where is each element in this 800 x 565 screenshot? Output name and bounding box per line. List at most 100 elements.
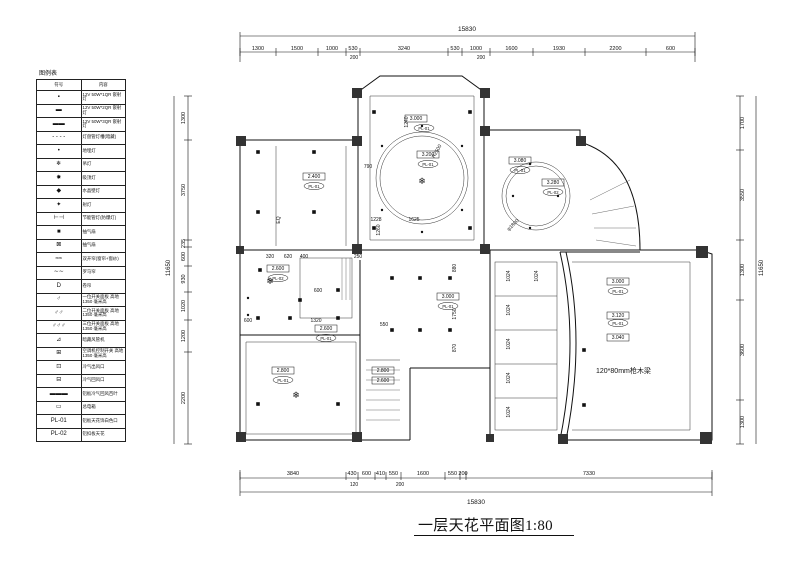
top-dimension: 1000 — [470, 46, 482, 52]
elevation-box — [266, 264, 290, 273]
material-tag: PL-02 — [272, 276, 284, 281]
interior-dimension: 880 — [452, 264, 458, 273]
legend-table: 图例表 符号 内容 ▪12V 50W*1QR 嵌射灯▬12V 50W*2QR 嵌… — [36, 68, 126, 442]
top-dimension: 3240 — [398, 46, 410, 52]
top-dimension: 530 — [348, 46, 357, 52]
downlight-mark — [390, 328, 394, 332]
material-tag-outline — [542, 188, 564, 196]
floor-light-mark — [460, 144, 464, 148]
bottom-dimension: 550 — [448, 471, 457, 477]
legend-row: ⊞空调机控制开关 高地 1350 毫米高 — [36, 346, 126, 361]
legend-row: ■抽气扇 — [36, 225, 126, 240]
left-dimension: 2200 — [181, 392, 187, 404]
interior-dimension: 1024 — [506, 304, 512, 315]
legend-desc: 卷帘 — [80, 279, 126, 294]
title-underline — [414, 535, 574, 536]
double-switch-icon: ♂♂ — [36, 306, 82, 321]
top-sub-dimension: 200 — [350, 55, 359, 61]
bottom-dimension: 600 — [362, 471, 371, 477]
legend-row: ♂一位开关面板 高地 1350 毫米高 — [36, 292, 126, 307]
legend-row: ⊠抽气扇 — [36, 238, 126, 253]
material-tag-outline — [509, 166, 531, 174]
downlight-mark — [418, 328, 422, 332]
legend-row: ❄吊灯 — [36, 157, 126, 172]
top-dimension: 1930 — [553, 46, 565, 52]
downlight-mark — [256, 316, 260, 320]
right-dimension: 3550 — [740, 189, 746, 201]
legend-desc: 三位开关面板 高地 1350 毫米高 — [80, 319, 126, 334]
material-tag-outline — [315, 334, 337, 342]
elevation-box — [371, 376, 395, 385]
page-title: 一层天花平面图1:80 — [418, 518, 553, 534]
legend-desc: 冷气回风口 — [80, 373, 126, 388]
interior-dimension: 1625 — [408, 217, 419, 223]
ceiling-height-label: 2.800 — [277, 368, 290, 374]
material-tag: PL-01 — [612, 321, 624, 326]
floor-light-mark — [246, 313, 250, 317]
legend-desc: 铝扣板天花 — [80, 427, 126, 442]
top-dimension: 600 — [666, 46, 675, 52]
elevation-box — [606, 333, 630, 342]
top-dimension: 2200 — [609, 46, 621, 52]
elevation-box — [302, 172, 326, 181]
beam-label: 120*80mm枪木梁 — [596, 366, 651, 375]
right-dimension: 1300 — [740, 264, 746, 276]
interior-dimension: 600 — [314, 288, 323, 294]
interior-dimension: 1750 — [452, 308, 458, 319]
downlight-mark — [582, 348, 586, 352]
elevation-box — [606, 277, 630, 286]
bottom-dimension: 1600 — [417, 471, 429, 477]
interior-dimension: 1260 — [376, 224, 382, 235]
interior-dimension: 1024 — [506, 406, 512, 417]
downlight-mark — [418, 276, 422, 280]
downlight-mark — [582, 403, 586, 407]
downlight-mark — [468, 110, 472, 114]
elevation-box — [314, 324, 338, 333]
legend-row: ⊡冷气出风口 — [36, 360, 126, 375]
pl01-tag-icon: PL-01 — [36, 414, 82, 429]
interior-dimension: 400 — [300, 254, 309, 260]
ceiling-height-label: 3.120 — [612, 313, 625, 319]
material-tag: PL-02 — [547, 190, 559, 195]
bottom-dimension: 3840 — [287, 471, 299, 477]
material-tag-outline — [272, 376, 294, 384]
interior-dimension: 1240 — [404, 116, 410, 127]
downlight-mark — [448, 276, 452, 280]
legend-row: ≈≈双开帘(窗帘+窗纱) — [36, 252, 126, 267]
ceiling-height-label: 2.400 — [308, 174, 321, 180]
material-tag-outline — [607, 287, 629, 295]
right-dimension: 1300 — [740, 416, 746, 428]
material-tag: PL-01 — [514, 168, 526, 173]
downlight-mark — [256, 150, 260, 154]
interior-dimension: 250 — [354, 254, 363, 260]
downlight-mark — [312, 150, 316, 154]
ceiling-height-label: 2.600 — [272, 266, 285, 272]
legend-desc: 冷气出风口 — [80, 360, 126, 375]
ceiling-height-label: 3.000 — [442, 294, 455, 300]
interior-dimension: 1320 — [310, 318, 321, 324]
bottom-dimension: 550 — [389, 471, 398, 477]
left-dimension: 3750 — [181, 184, 187, 196]
left-dimension: 930 — [181, 274, 187, 283]
ceiling-height-label: 3.000 — [612, 279, 625, 285]
legend-head-desc: 内容 — [80, 79, 126, 91]
floor-light-mark — [528, 162, 532, 166]
material-tag: PL-01 — [422, 162, 434, 167]
downlight-mark — [468, 226, 472, 230]
top-sub-dimension: 200 — [477, 55, 486, 61]
elevation-box — [606, 311, 630, 320]
legend-desc: 罗马帘 — [80, 265, 126, 280]
legend-row: ◆水晶壁灯 — [36, 184, 126, 199]
bottom-dimension: 200 — [458, 471, 467, 477]
floor-light-mark — [460, 208, 464, 212]
material-tag-outline — [267, 274, 289, 282]
interior-dimension: 600 — [244, 318, 253, 324]
interior-dimension: 1024 — [534, 270, 540, 281]
interior-dimension: 1228 — [370, 217, 381, 223]
material-tag-outline — [303, 182, 325, 190]
interior-dimension: 1024 — [506, 372, 512, 383]
material-tag: PL-01 — [442, 304, 454, 309]
